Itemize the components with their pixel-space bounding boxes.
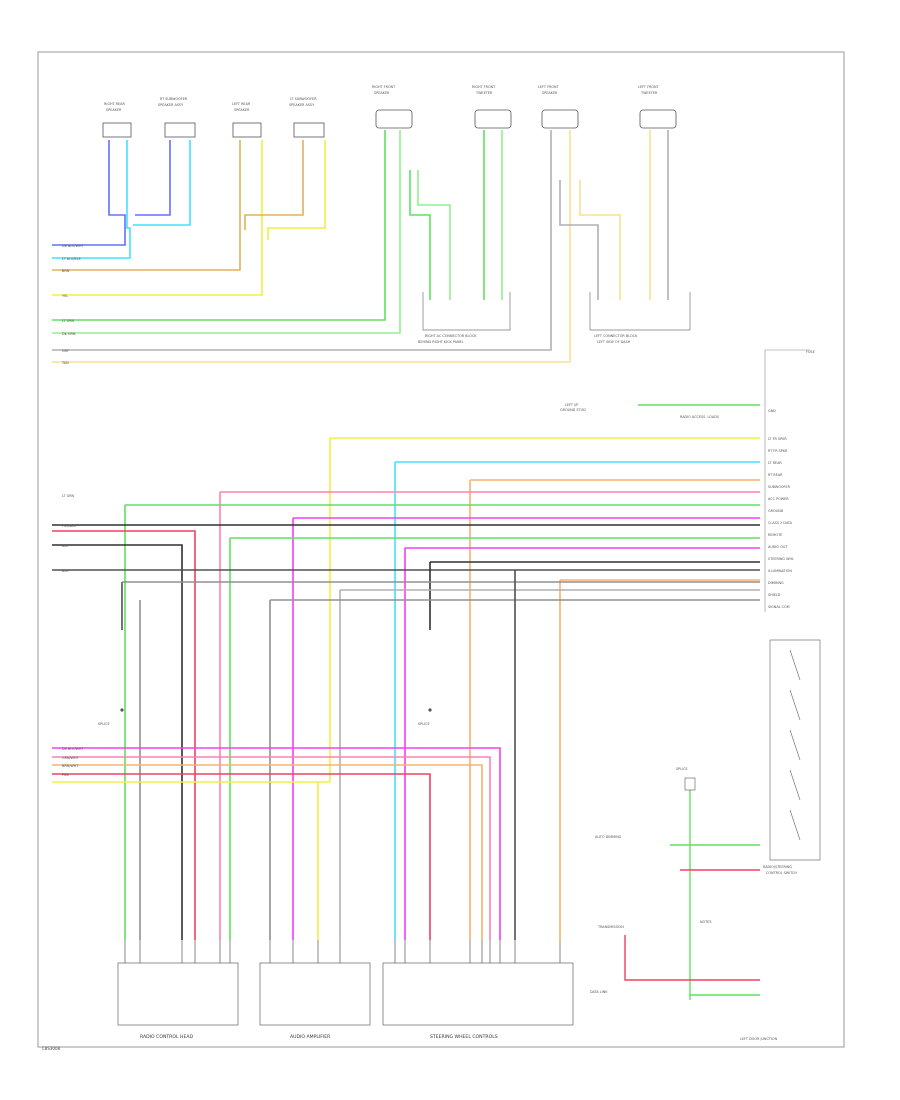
- svg-text:GRY: GRY: [62, 349, 70, 353]
- svg-text:GROUND STUD: GROUND STUD: [560, 408, 586, 412]
- svg-text:RADIO/STEERING: RADIO/STEERING: [763, 865, 792, 869]
- module-bus-lines: [52, 437, 760, 940]
- svg-text:LT GRN: LT GRN: [62, 319, 75, 323]
- svg-text:LEFT CONNECTOR BLOCK: LEFT CONNECTOR BLOCK: [594, 334, 638, 338]
- mid-left-labels: LT GRN PNK/BLK BLK BLK DK BLU/WHT GRN/WH…: [62, 494, 84, 777]
- svg-text:SPEAKER: SPEAKER: [542, 91, 558, 95]
- svg-text:TWEETER: TWEETER: [475, 91, 493, 95]
- svg-text:LEFT I/P: LEFT I/P: [565, 403, 578, 407]
- steering-module-label: STEERING WHEEL CONTROLS: [430, 1034, 498, 1040]
- top-speaker-labels: RIGHT REAR SPEAKER RT SUBWOOFER SPEAKER AS…: [104, 85, 660, 112]
- bottom-connector-pins: [124, 940, 561, 963]
- svg-text:DATA LINK: DATA LINK: [590, 990, 608, 994]
- svg-text:DIMMING: DIMMING: [768, 581, 784, 585]
- svg-text:BRN: BRN: [62, 269, 70, 273]
- svg-text:TWEETER: TWEETER: [640, 91, 658, 95]
- svg-text:LT SUBWOOFER: LT SUBWOOFER: [290, 97, 317, 101]
- svg-text:SPEAKER ASSY: SPEAKER ASSY: [289, 103, 315, 107]
- svg-text:BRN/WHT: BRN/WHT: [62, 764, 79, 768]
- svg-text:LT FR SPKR: LT FR SPKR: [768, 437, 787, 441]
- steering-switch-stack: [769, 639, 821, 861]
- svg-text:RT SUBWOOFER: RT SUBWOOFER: [160, 97, 188, 101]
- svg-text:YEL: YEL: [62, 294, 68, 298]
- svg-text:RT REAR: RT REAR: [768, 473, 783, 477]
- svg-text:RIGHT AC CONNECTOR BLOCK: RIGHT AC CONNECTOR BLOCK: [425, 334, 477, 338]
- svg-text:LEFT FRONT: LEFT FRONT: [538, 85, 560, 89]
- top-speaker-connectors: [102, 109, 677, 138]
- svg-text:BLK: BLK: [62, 544, 69, 548]
- svg-text:DK BLU/WHT: DK BLU/WHT: [62, 244, 84, 248]
- svg-text:SPEAKER: SPEAKER: [374, 91, 390, 95]
- svg-text:AUDIO OUT: AUDIO OUT: [768, 545, 788, 549]
- svg-text:LT REAR: LT REAR: [768, 461, 782, 465]
- svg-text:BLK: BLK: [62, 569, 69, 573]
- splice-markers: [120, 708, 432, 712]
- svg-text:GND: GND: [768, 409, 776, 413]
- radio-module-label: RADIO CONTROL HEAD: [140, 1034, 194, 1040]
- radio-pin-labels: LT FR SPKR RT FR SPKR LT REAR RT REAR SU…: [768, 437, 794, 609]
- bottom-module-boxes: [117, 962, 574, 1026]
- svg-text:PNK/BLK: PNK/BLK: [62, 524, 77, 528]
- svg-text:RIGHT REAR: RIGHT REAR: [104, 102, 125, 106]
- top-junction-connectors: [422, 292, 691, 331]
- top-wires: [52, 130, 669, 363]
- svg-text:FUSE: FUSE: [806, 350, 815, 354]
- svg-text:SUBWOOFER: SUBWOOFER: [768, 485, 791, 489]
- svg-text:TAN: TAN: [61, 361, 69, 365]
- svg-text:SPLICE: SPLICE: [418, 722, 430, 726]
- footer-code: C8S3008: [42, 1046, 61, 1051]
- audio-module-label: AUDIO AMPLIFIER: [290, 1034, 331, 1040]
- svg-text:LT GRN: LT GRN: [62, 494, 75, 498]
- svg-text:SPLICE: SPLICE: [676, 767, 688, 771]
- svg-text:DK GRN: DK GRN: [62, 332, 76, 336]
- svg-text:SPLICE: SPLICE: [98, 722, 110, 726]
- mid-left-wires: [52, 747, 501, 940]
- svg-text:RIGHT FRONT: RIGHT FRONT: [472, 85, 496, 89]
- svg-text:RT FR SPKR: RT FR SPKR: [768, 449, 788, 453]
- svg-text:AUTO DIMMING: AUTO DIMMING: [595, 835, 622, 839]
- svg-text:CLASS 2 DATA: CLASS 2 DATA: [768, 521, 793, 525]
- svg-text:TRANSMISSION: TRANSMISSION: [597, 925, 624, 929]
- svg-text:LT BLU/BLK: LT BLU/BLK: [62, 257, 81, 261]
- svg-text:LEFT SIDE OF DASH: LEFT SIDE OF DASH: [597, 340, 631, 344]
- svg-text:SPEAKER ASSY: SPEAKER ASSY: [158, 103, 184, 107]
- svg-text:SPEAKER: SPEAKER: [106, 108, 122, 112]
- svg-text:LEFT FRONT: LEFT FRONT: [638, 85, 660, 89]
- svg-text:SHIELD: SHIELD: [768, 593, 781, 597]
- svg-text:CONTROL SWITCH: CONTROL SWITCH: [766, 871, 797, 875]
- left-wire-labels: DK BLU/WHT LT BLU/BLK BRN YEL LT GRN DK …: [61, 244, 84, 365]
- svg-text:ILLUMINATION: ILLUMINATION: [768, 569, 792, 573]
- svg-text:SIGNAL COM: SIGNAL COM: [768, 605, 790, 609]
- radio-pin-column: [764, 349, 810, 612]
- svg-text:RADIO ACCESS. LOADS: RADIO ACCESS. LOADS: [680, 415, 719, 419]
- svg-text:DK BLU/WHT: DK BLU/WHT: [62, 747, 84, 751]
- svg-text:REMOTE: REMOTE: [768, 533, 782, 537]
- svg-text:RIGHT FRONT: RIGHT FRONT: [372, 85, 396, 89]
- svg-text:ACC POWER: ACC POWER: [768, 497, 789, 501]
- svg-text:GRN/WHT: GRN/WHT: [62, 756, 80, 760]
- diagram-frame: [37, 51, 845, 1048]
- svg-text:NOTES: NOTES: [700, 920, 712, 924]
- svg-text:LEFT REAR: LEFT REAR: [232, 102, 251, 106]
- lower-right-label: LEFT DOOR JUNCTION: [740, 1037, 778, 1041]
- lower-right-wires: [624, 790, 760, 1000]
- svg-text:SPEAKER: SPEAKER: [234, 108, 250, 112]
- svg-text:STEERING WHL: STEERING WHL: [768, 557, 794, 561]
- svg-text:BEHIND RIGHT KICK PANEL: BEHIND RIGHT KICK PANEL: [418, 340, 464, 344]
- svg-text:PNK: PNK: [62, 773, 70, 777]
- svg-text:GROUND: GROUND: [768, 509, 784, 513]
